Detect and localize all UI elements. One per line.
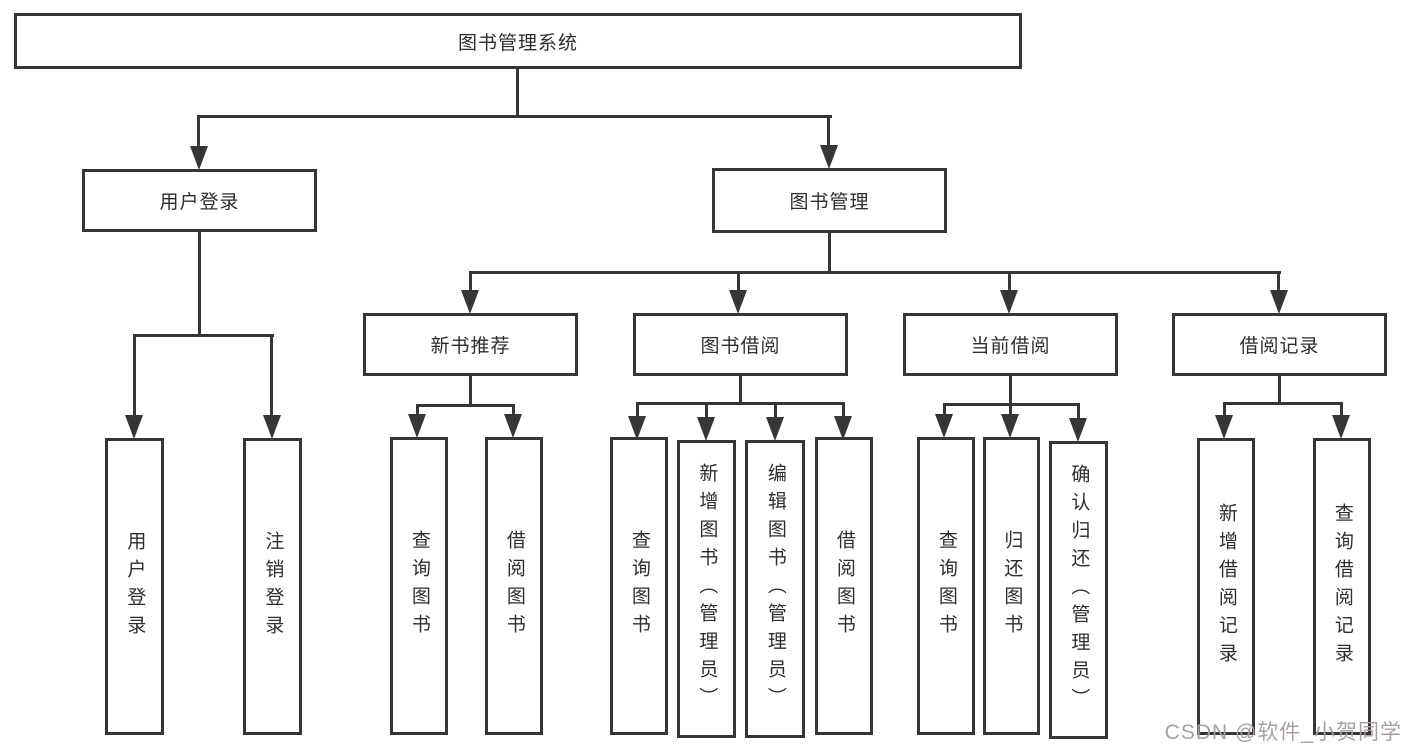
arrow-down-icon [697, 417, 715, 441]
leaf-add-borrow-record: 新增借阅记录 [1197, 438, 1255, 735]
arrow-down-icon [408, 414, 426, 438]
node-user-login: 用户登录 [82, 169, 317, 232]
leaf-borrow-books-recommend: 借阅图书 [485, 437, 543, 735]
connector-line [197, 115, 200, 148]
leaf-label: 编辑图书（管理员） [764, 463, 786, 715]
arrow-down-icon [1001, 414, 1019, 438]
arrow-down-icon [766, 417, 784, 441]
connector-line [416, 404, 419, 417]
leaf-confirm-return-admin: 确认归还（管理员） [1049, 441, 1108, 739]
connector-line [516, 69, 519, 117]
node-new-book-recommendation: 新书推荐 [363, 313, 578, 376]
connector-line [1009, 403, 1012, 418]
connector-line [705, 402, 708, 419]
connector-line [1223, 402, 1343, 405]
arrow-down-icon [504, 414, 522, 438]
connector-line [270, 334, 273, 418]
connector-line [133, 334, 274, 337]
connector-line [1223, 402, 1226, 416]
arrow-down-icon [125, 415, 143, 439]
leaf-query-books-borrowing: 查询图书 [610, 437, 668, 735]
arrow-down-icon [820, 145, 838, 169]
connector-line [469, 271, 1281, 274]
node-current-borrowing: 当前借阅 [903, 313, 1118, 376]
leaf-label: 查询图书 [935, 530, 957, 642]
watermark: CSDN @软件_小贺同学 [1164, 721, 1402, 744]
leaf-edit-books-admin: 编辑图书（管理员） [745, 440, 805, 738]
leaf-label: 查询借阅记录 [1331, 502, 1353, 671]
leaf-label: 新增图书（管理员） [696, 463, 718, 715]
node-borrowing-records: 借阅记录 [1172, 313, 1387, 376]
connector-line [774, 402, 777, 419]
connector-line [512, 404, 515, 417]
arrow-down-icon [263, 415, 281, 439]
connector-line [1009, 374, 1012, 406]
connector-line [1077, 403, 1080, 419]
arrow-down-icon [628, 416, 646, 440]
connector-line [1008, 271, 1011, 293]
node-library-management-system: 图书管理系统 [14, 13, 1022, 69]
connector-line [842, 402, 845, 418]
connector-line [197, 115, 832, 118]
leaf-label: 确认归还（管理员） [1068, 464, 1090, 716]
leaf-label: 查询图书 [408, 530, 430, 642]
leaf-label: 用户登录 [124, 530, 146, 643]
leaf-query-borrow-record: 查询借阅记录 [1313, 438, 1371, 735]
arrow-down-icon [1215, 415, 1233, 439]
connector-line [469, 374, 472, 407]
connector-line [636, 402, 845, 405]
leaf-label: 注销登录 [262, 530, 284, 643]
leaf-borrow-books-borrowing: 借阅图书 [815, 437, 873, 735]
arrow-down-icon [834, 416, 852, 440]
arrow-down-icon [190, 146, 208, 170]
connector-line [1277, 271, 1280, 293]
arrow-down-icon [729, 290, 747, 314]
connector-line [198, 230, 201, 337]
leaf-return-books: 归还图书 [983, 437, 1040, 735]
connector-line [416, 404, 515, 407]
leaf-user-login: 用户登录 [105, 438, 164, 735]
connector-line [469, 271, 472, 293]
connector-line [1340, 402, 1343, 416]
leaf-query-books-recommend: 查询图书 [390, 437, 448, 735]
leaf-label: 归还图书 [1001, 530, 1023, 642]
arrow-down-icon [935, 414, 953, 438]
connector-line [1278, 374, 1281, 405]
node-book-borrowing: 图书借阅 [633, 313, 848, 376]
leaf-label: 借阅图书 [833, 530, 855, 642]
leaf-label: 查询图书 [628, 530, 650, 642]
connector-line [828, 231, 831, 274]
arrow-down-icon [1270, 290, 1288, 314]
connector-line [827, 115, 830, 147]
leaf-logout: 注销登录 [243, 438, 302, 735]
connector-line [133, 334, 136, 418]
leaf-label: 借阅图书 [503, 530, 525, 642]
connector-line [636, 402, 639, 418]
connector-line [739, 374, 742, 405]
arrow-down-icon [461, 290, 479, 314]
leaf-query-books-current: 查询图书 [917, 437, 975, 735]
leaf-label: 新增借阅记录 [1215, 502, 1237, 671]
arrow-down-icon [1332, 415, 1350, 439]
connector-line [737, 271, 740, 293]
arrow-down-icon [1000, 290, 1018, 314]
arrow-down-icon [1069, 418, 1087, 442]
node-book-management: 图书管理 [712, 168, 947, 233]
connector-line [943, 403, 946, 418]
leaf-add-books-admin: 新增图书（管理员） [677, 440, 736, 738]
